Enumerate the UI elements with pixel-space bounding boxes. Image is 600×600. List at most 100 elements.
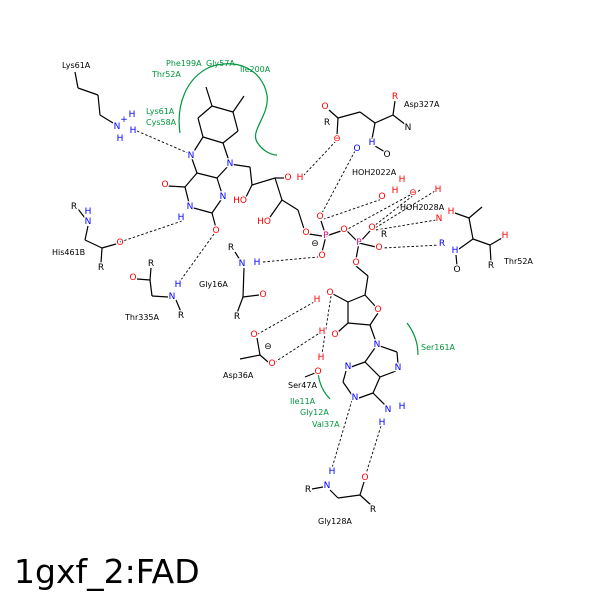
hydrophobic-label: Thr52A: [151, 70, 181, 79]
atom-O: O: [129, 273, 136, 283]
hydrogen-bond: [365, 425, 382, 475]
atom-R: R: [71, 202, 77, 212]
atom-O: O: [250, 330, 257, 340]
atom-O: O: [316, 212, 323, 222]
atom-R: R: [439, 239, 445, 249]
atom-H: H: [314, 295, 321, 305]
covalent-bonds: [74, 71, 503, 507]
bond: [304, 372, 316, 378]
atom-O: O: [453, 265, 460, 275]
bond: [379, 370, 397, 378]
hydrogen-bond: [136, 130, 189, 154]
hydrogen-bond: [323, 197, 386, 220]
bond: [175, 299, 182, 313]
hydrophobic-label: Gly57A: [206, 59, 235, 68]
atom-R: R: [228, 243, 234, 253]
atom-O: O: [353, 144, 360, 154]
negative-charge-icon: ⊖: [409, 188, 417, 198]
atom-N: N: [239, 259, 246, 269]
atom-O: O: [116, 238, 123, 248]
hydrogen-bond: [257, 301, 315, 335]
bond: [244, 184, 253, 200]
hydrogen-bonds: [116, 130, 442, 475]
ligand-title: 1gxf_2:FAD: [14, 552, 200, 591]
atom-H: H: [319, 327, 326, 337]
bond: [211, 196, 224, 214]
bond: [396, 351, 399, 365]
bond: [242, 267, 245, 298]
bond: [359, 481, 365, 496]
bond: [267, 199, 283, 221]
hydrogen-bond: [321, 150, 356, 214]
bond: [328, 109, 339, 119]
atom-H: H: [448, 207, 455, 217]
atom-O: O: [340, 225, 347, 235]
bond: [308, 233, 323, 237]
negative-charge-icon: ⊖: [333, 134, 341, 144]
bond: [374, 145, 386, 153]
bond: [364, 275, 369, 296]
atom-N: N: [395, 363, 402, 373]
bond: [149, 267, 152, 281]
bond: [136, 278, 151, 281]
bond: [190, 136, 204, 157]
atom-R: R: [370, 505, 376, 515]
bond: [259, 354, 269, 363]
bond: [337, 111, 361, 119]
atom-N: N: [345, 362, 352, 372]
atom-R: R: [488, 261, 494, 271]
bond: [151, 295, 169, 298]
atom-N: N: [227, 159, 234, 169]
atom-HO: HO: [257, 217, 271, 227]
bond: [242, 294, 260, 298]
bond: [149, 279, 153, 297]
hydrogen-bond: [381, 244, 442, 249]
bond: [232, 95, 245, 113]
bond: [489, 244, 492, 263]
bond: [196, 172, 218, 179]
atom-N: N: [169, 292, 176, 302]
hydrogen-bond: [373, 189, 421, 227]
atom-O: O: [268, 359, 275, 369]
atom-O: O: [161, 180, 168, 190]
atom-O: O: [321, 102, 328, 112]
bond: [281, 199, 299, 211]
hydrophobic-label: Cys58A: [146, 118, 177, 127]
atom-O: O: [352, 258, 359, 268]
bond: [184, 186, 191, 208]
atom-N: N: [324, 481, 331, 491]
hydrogen-bond: [177, 233, 215, 285]
bond: [205, 86, 213, 107]
atom-R: R: [148, 259, 154, 269]
atom-R: R: [324, 118, 330, 128]
hydrophobic-label: Phe199A: [166, 59, 202, 68]
bond: [97, 94, 101, 116]
hydrophobic-label: Lys61A: [146, 107, 175, 116]
bond: [332, 293, 349, 303]
residue-label: Asp327A: [404, 100, 440, 109]
atom-P: P: [356, 238, 362, 248]
negative-charge-icon: ⊖: [264, 342, 272, 352]
atom-O: O: [259, 290, 266, 300]
bond: [458, 238, 474, 250]
hydrophobic-label: Val37A: [312, 420, 340, 429]
bond: [455, 254, 458, 267]
bond: [101, 243, 117, 249]
atom-H: H: [254, 258, 261, 268]
bond: [216, 177, 224, 198]
hydrogen-bond: [116, 220, 183, 244]
bond: [347, 322, 371, 326]
bond: [364, 294, 377, 308]
bond: [350, 361, 366, 368]
bond: [468, 217, 474, 240]
bond: [216, 163, 231, 179]
atom-H: H: [175, 280, 182, 290]
bond: [190, 155, 198, 174]
hydrogen-bond: [262, 256, 319, 263]
bond: [84, 239, 103, 249]
bond: [77, 208, 86, 219]
bond: [468, 206, 483, 219]
atom-R: R: [178, 311, 184, 321]
atom-N: N: [385, 405, 392, 415]
residue-labels: Lys61A His461B Thr335A Gly16A Asp36A Ser…: [52, 59, 533, 526]
